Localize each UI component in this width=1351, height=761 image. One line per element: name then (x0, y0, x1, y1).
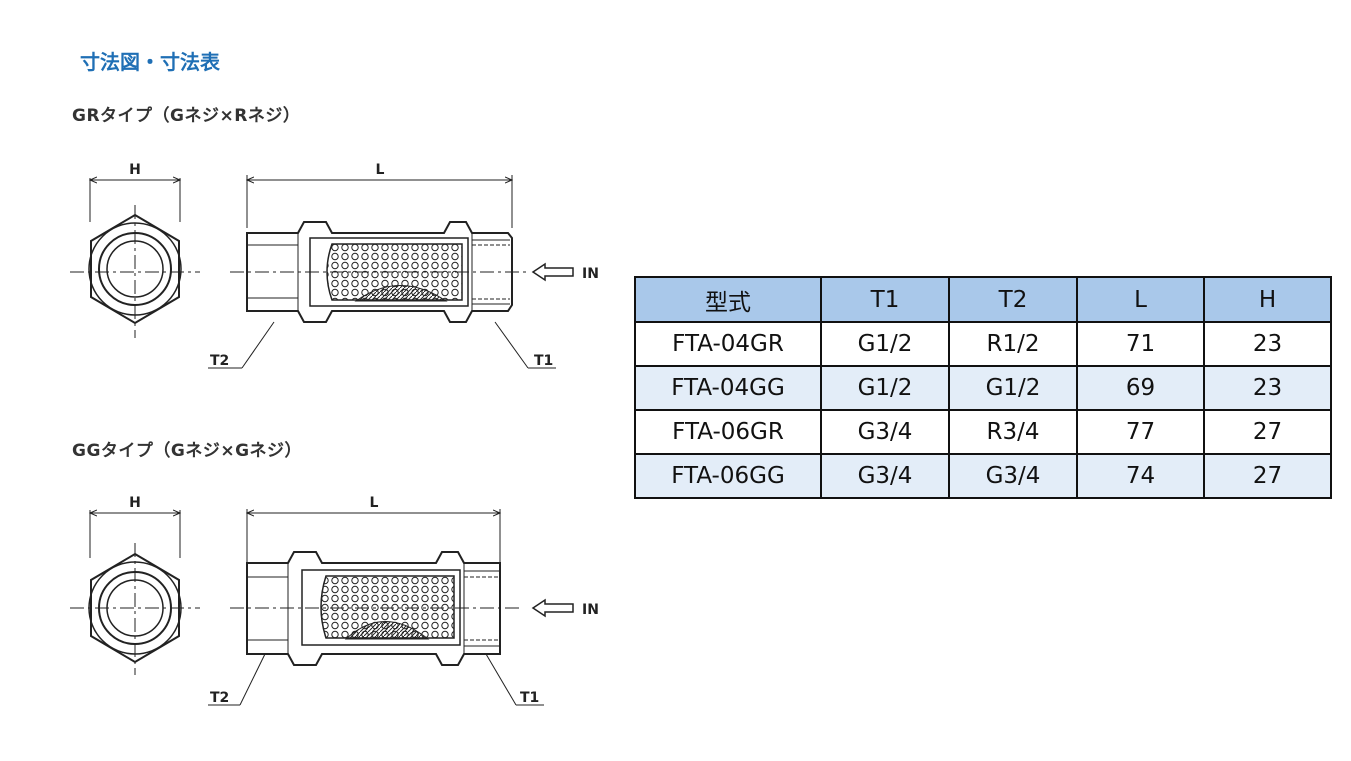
cell-h: 23 (1203, 365, 1332, 411)
gr-in-label: IN (582, 266, 599, 282)
cell-model: FTA-04GG (634, 365, 822, 411)
dimension-table: 型式 T1 T2 L H FTA-04GR G1/2 R1/2 71 23 FT… (634, 276, 1332, 499)
header-t1: T1 (820, 276, 950, 323)
page-heading: 寸法図・寸法表 (80, 50, 220, 74)
gg-flow-arrow-icon (531, 598, 574, 618)
cell-l: 77 (1076, 409, 1205, 455)
table-row: FTA-06GR G3/4 R3/4 77 27 (634, 409, 1332, 455)
gr-flow-arrow-icon (531, 262, 574, 282)
cell-t2: G1/2 (948, 365, 1078, 411)
gr-type-title: GRタイプ（Gネジ×Rネジ） (72, 106, 301, 126)
gg-dim-l-label: L (370, 495, 379, 511)
header-model: 型式 (634, 276, 822, 323)
cell-h: 23 (1203, 321, 1332, 367)
gg-t1-label: T1 (520, 690, 539, 706)
cell-l: 74 (1076, 453, 1205, 499)
cell-model: FTA-06GR (634, 409, 822, 455)
cell-l: 69 (1076, 365, 1205, 411)
cell-t2: G3/4 (948, 453, 1078, 499)
table-row: FTA-04GG G1/2 G1/2 69 23 (634, 365, 1332, 411)
cell-h: 27 (1203, 409, 1332, 455)
cell-model: FTA-06GG (634, 453, 822, 499)
cell-model: FTA-04GR (634, 321, 822, 367)
cell-t1: G1/2 (820, 365, 950, 411)
table-row: FTA-06GG G3/4 G3/4 74 27 (634, 453, 1332, 499)
cell-t1: G3/4 (820, 409, 950, 455)
gr-t1-label: T1 (534, 353, 553, 369)
cell-h: 27 (1203, 453, 1332, 499)
gg-end-view: H (70, 495, 200, 675)
gg-t2-label: T2 (210, 690, 229, 706)
gg-dim-h-label: H (129, 495, 141, 511)
gr-t2-label: T2 (210, 353, 229, 369)
gr-dim-h-label: H (129, 162, 141, 178)
gg-side-view: L T2 T1 IN (208, 495, 599, 706)
cell-l: 71 (1076, 321, 1205, 367)
cell-t1: G3/4 (820, 453, 950, 499)
cell-t2: R3/4 (948, 409, 1078, 455)
gr-dim-l-label: L (376, 162, 385, 178)
header-t2: T2 (948, 276, 1078, 323)
cell-t1: G1/2 (820, 321, 950, 367)
gg-type-title: GGタイプ（Gネジ×Gネジ） (72, 441, 303, 461)
header-h: H (1203, 276, 1332, 323)
gr-end-view: H (70, 162, 200, 338)
gg-in-label: IN (582, 602, 599, 618)
header-l: L (1076, 276, 1205, 323)
gr-side-view: L T2 T1 IN (208, 162, 599, 369)
table-header-row: 型式 T1 T2 L H (634, 276, 1332, 323)
cell-t2: R1/2 (948, 321, 1078, 367)
table-row: FTA-04GR G1/2 R1/2 71 23 (634, 321, 1332, 367)
